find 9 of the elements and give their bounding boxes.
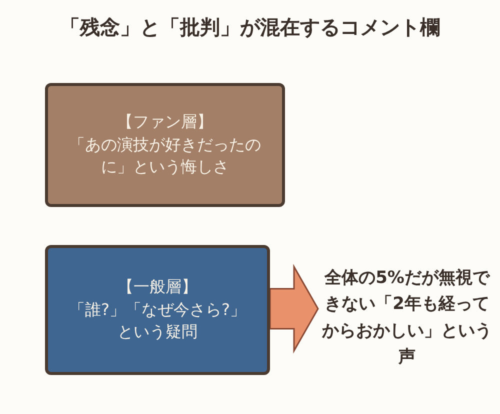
group-box	[45, 245, 270, 375]
group-heading: 【一般層】	[118, 276, 198, 298]
group-box	[45, 83, 285, 207]
group-heading: 【ファン層】	[117, 111, 213, 134]
group-description: 「誰?」「なぜ今さら?」という疑問	[68, 298, 247, 344]
group-description: 「あの演技が好きだったのに」という悔しさ	[68, 134, 262, 178]
arrow	[269, 264, 319, 354]
note-text: 全体の5%だが無視できない「2年も経ってからおかしい」という声	[322, 266, 492, 369]
diagram-title: 「残念」と「批判」が混在するコメント欄	[59, 14, 441, 41]
